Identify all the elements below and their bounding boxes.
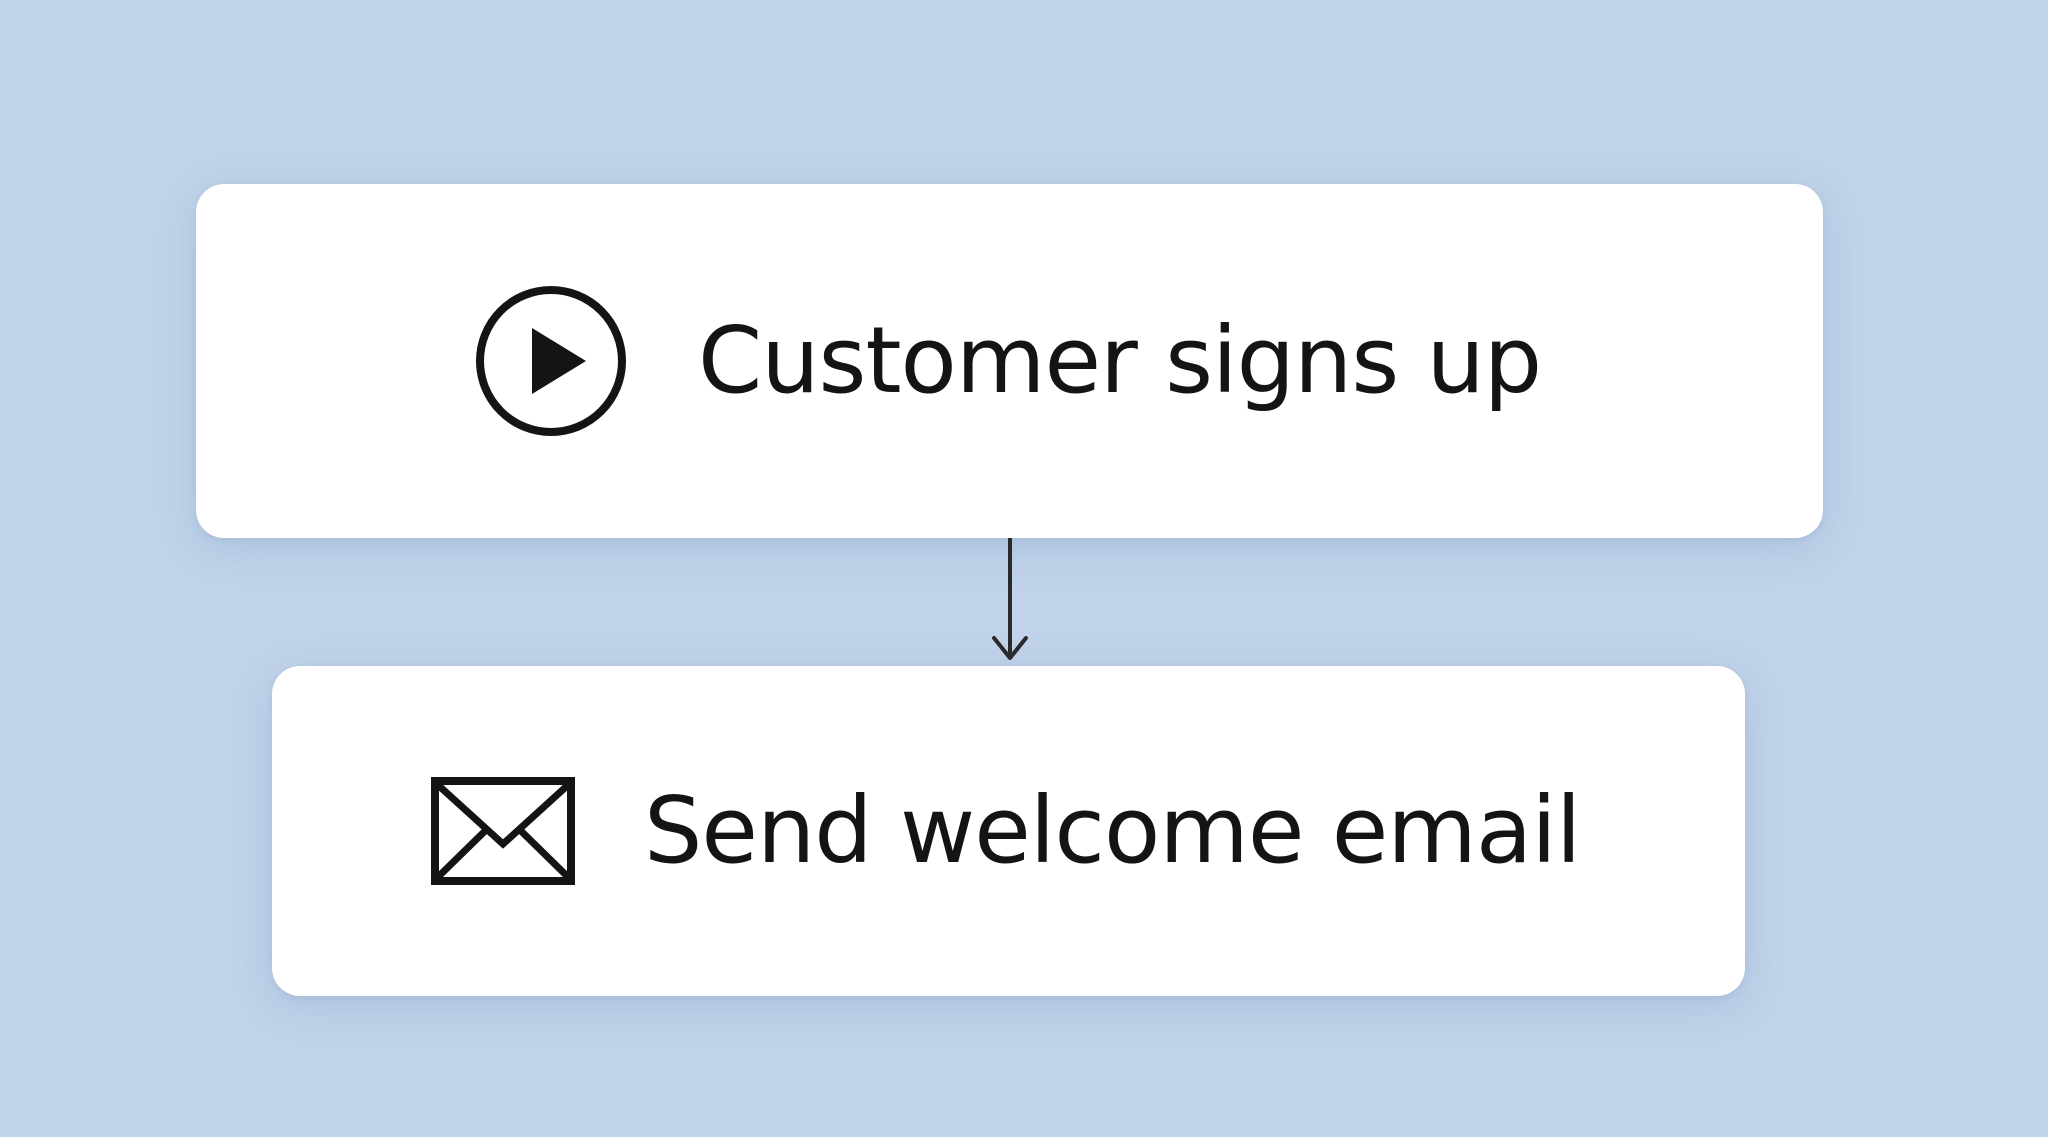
envelope-icon <box>430 776 576 886</box>
action-label: Send welcome email <box>644 777 1581 884</box>
play-circle-icon <box>474 284 628 438</box>
action-card[interactable]: Send welcome email <box>272 666 1745 996</box>
trigger-card[interactable]: Customer signs up <box>196 184 1823 538</box>
trigger-label: Customer signs up <box>698 307 1542 414</box>
